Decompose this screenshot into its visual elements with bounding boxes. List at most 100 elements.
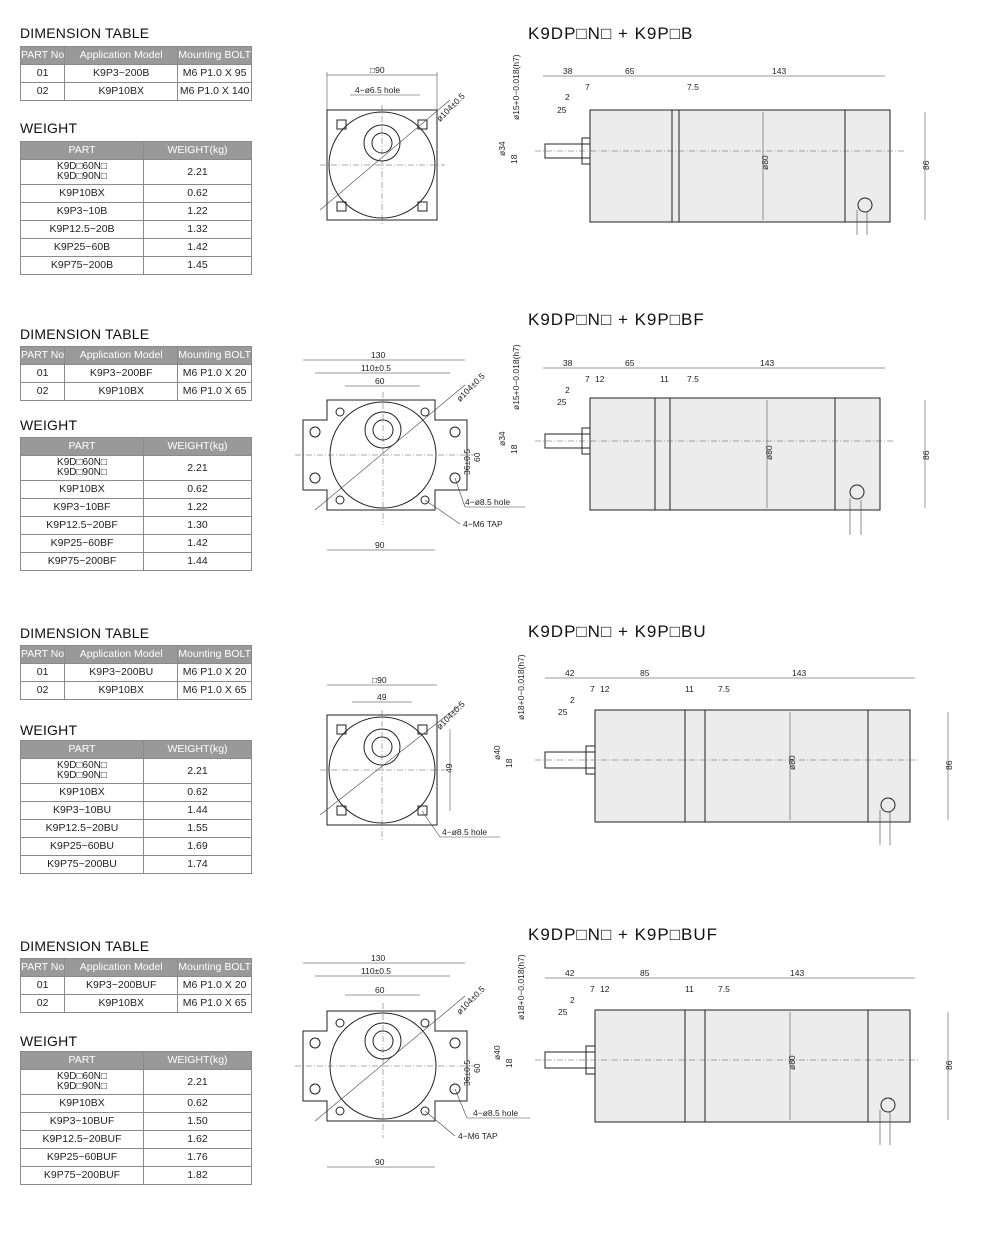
front-view-drawing: □90 49 ø104±0.5 49 4−ø8.5 hole: [319, 675, 500, 840]
dim-110: 110±0.5: [361, 363, 391, 373]
dim-header: PART No: [19, 645, 66, 664]
cell: 02: [19, 681, 66, 700]
dim-7: 7: [590, 684, 595, 694]
dimension-table-label: DIMENSION TABLE: [20, 25, 150, 41]
dim-143: 143: [772, 66, 786, 76]
side-view-drawing: ø15+0−0.018(h7) 38 65 143 7 2 25 7.5 ø80…: [497, 54, 931, 235]
dim-header: Mounting BOLT: [177, 46, 252, 65]
weight-header: PART: [20, 1051, 144, 1070]
cell: K9P25~60BF: [20, 534, 144, 553]
dim-header: PART No: [19, 958, 66, 977]
cell: M6 P1.0 X 140: [177, 82, 252, 101]
cell: 1.45: [143, 256, 252, 275]
weight-label: WEIGHT: [20, 417, 78, 433]
cell: 02: [19, 994, 66, 1013]
dim-25: 25: [557, 397, 567, 407]
cell: K9P3~10BUF: [20, 1112, 144, 1131]
side-view-drawing: ø18+0−0.018(h7) 42 85 143 7 12 2 25 11 7…: [492, 654, 954, 845]
cell: 02: [19, 382, 66, 401]
dim-86: 86: [944, 760, 954, 770]
cell: M6 P1.0 X 95: [177, 64, 252, 83]
dim-pcd: ø104±0.5: [434, 91, 467, 124]
cell: K9P3~200B: [64, 64, 179, 83]
diagram-title: K9DP□N□ + K9P□BUF: [528, 925, 718, 944]
dim-42: 42: [565, 668, 575, 678]
cell: K9D□60N□ K9D□90N□: [20, 159, 144, 185]
cell: K9P10BX: [64, 681, 179, 700]
cell: 2.21: [143, 455, 252, 481]
weight-header: PART: [20, 740, 144, 759]
dim-110: 110±0.5: [361, 966, 391, 976]
table-row: K9D□60N□ K9D□90N□2.21: [20, 159, 252, 185]
dim-85: 85: [640, 968, 650, 978]
dim-pcd: ø104±0.5: [454, 371, 487, 404]
cell: K9P10BX: [64, 994, 179, 1013]
cell: K9P3~10BF: [20, 498, 144, 517]
table-row: K9D□60N□ K9D□90N□2.21: [20, 455, 252, 481]
cell: M6 P1.0 X 20: [177, 663, 252, 682]
dim-boss: ø34: [497, 431, 507, 446]
dim-11: 11: [685, 684, 694, 694]
front-view-drawing: 130 110±0.5 60 ø104±0.5 36±0.5 60 4−ø8.5…: [295, 953, 530, 1168]
cell: K9P10BX: [64, 82, 179, 101]
dim-header: Mounting BOLT: [177, 346, 252, 365]
dim-90: 90: [375, 540, 385, 550]
diagram-title: K9DP□N□ + K9P□BF: [528, 310, 705, 329]
dim-shaft: ø18+0−0.018(h7): [516, 654, 526, 720]
dim-11: 11: [660, 374, 669, 384]
cell: K9P3~200BU: [64, 663, 179, 682]
cell: K9P12.5~20BU: [20, 819, 144, 838]
dim-86: 86: [921, 450, 931, 460]
cell: 1.44: [143, 552, 252, 571]
dim-60: 60: [375, 985, 385, 995]
dim-hole: 4−ø8.5 hole: [473, 1108, 518, 1118]
cell: 01: [19, 364, 66, 383]
dim-7: 7: [585, 374, 590, 384]
dim-header: Application Model: [64, 46, 179, 65]
dim-60v: 60: [472, 1063, 482, 1073]
dim-38: 38: [563, 66, 573, 76]
dim-tap: 4−M6 TAP: [463, 519, 503, 529]
dimension-table-label: DIMENSION TABLE: [20, 326, 150, 342]
diagram-title: K9DP□N□ + K9P□BU: [528, 622, 707, 641]
dim-86: 86: [921, 160, 931, 170]
cell: 1.76: [143, 1148, 252, 1167]
cell: K9P12.5~20B: [20, 220, 144, 239]
dimension-table-label: DIMENSION TABLE: [20, 938, 150, 954]
front-view-drawing: 130 110±0.5 60 ø104±0.5 36±0.5 60 4−ø8.5…: [295, 350, 525, 551]
dim-shaft: ø15+0−0.018(h7): [511, 54, 521, 120]
dim-42: 42: [565, 968, 575, 978]
dim-7-5: 7.5: [687, 374, 699, 384]
dim-top: □90: [370, 65, 385, 75]
weight-label: WEIGHT: [20, 1033, 78, 1049]
dim-36: 36±0.5: [462, 449, 472, 475]
dim-90: 90: [375, 1157, 385, 1167]
cell: K9P25~60BUF: [20, 1148, 144, 1167]
dim-7-5: 7.5: [687, 82, 699, 92]
dim-36: 36±0.5: [462, 1060, 472, 1086]
cell: M6 P1.0 X 65: [177, 681, 252, 700]
cell: K9P3~200BUF: [64, 976, 179, 995]
cell: 2.21: [143, 159, 252, 185]
dim-7: 7: [585, 82, 590, 92]
